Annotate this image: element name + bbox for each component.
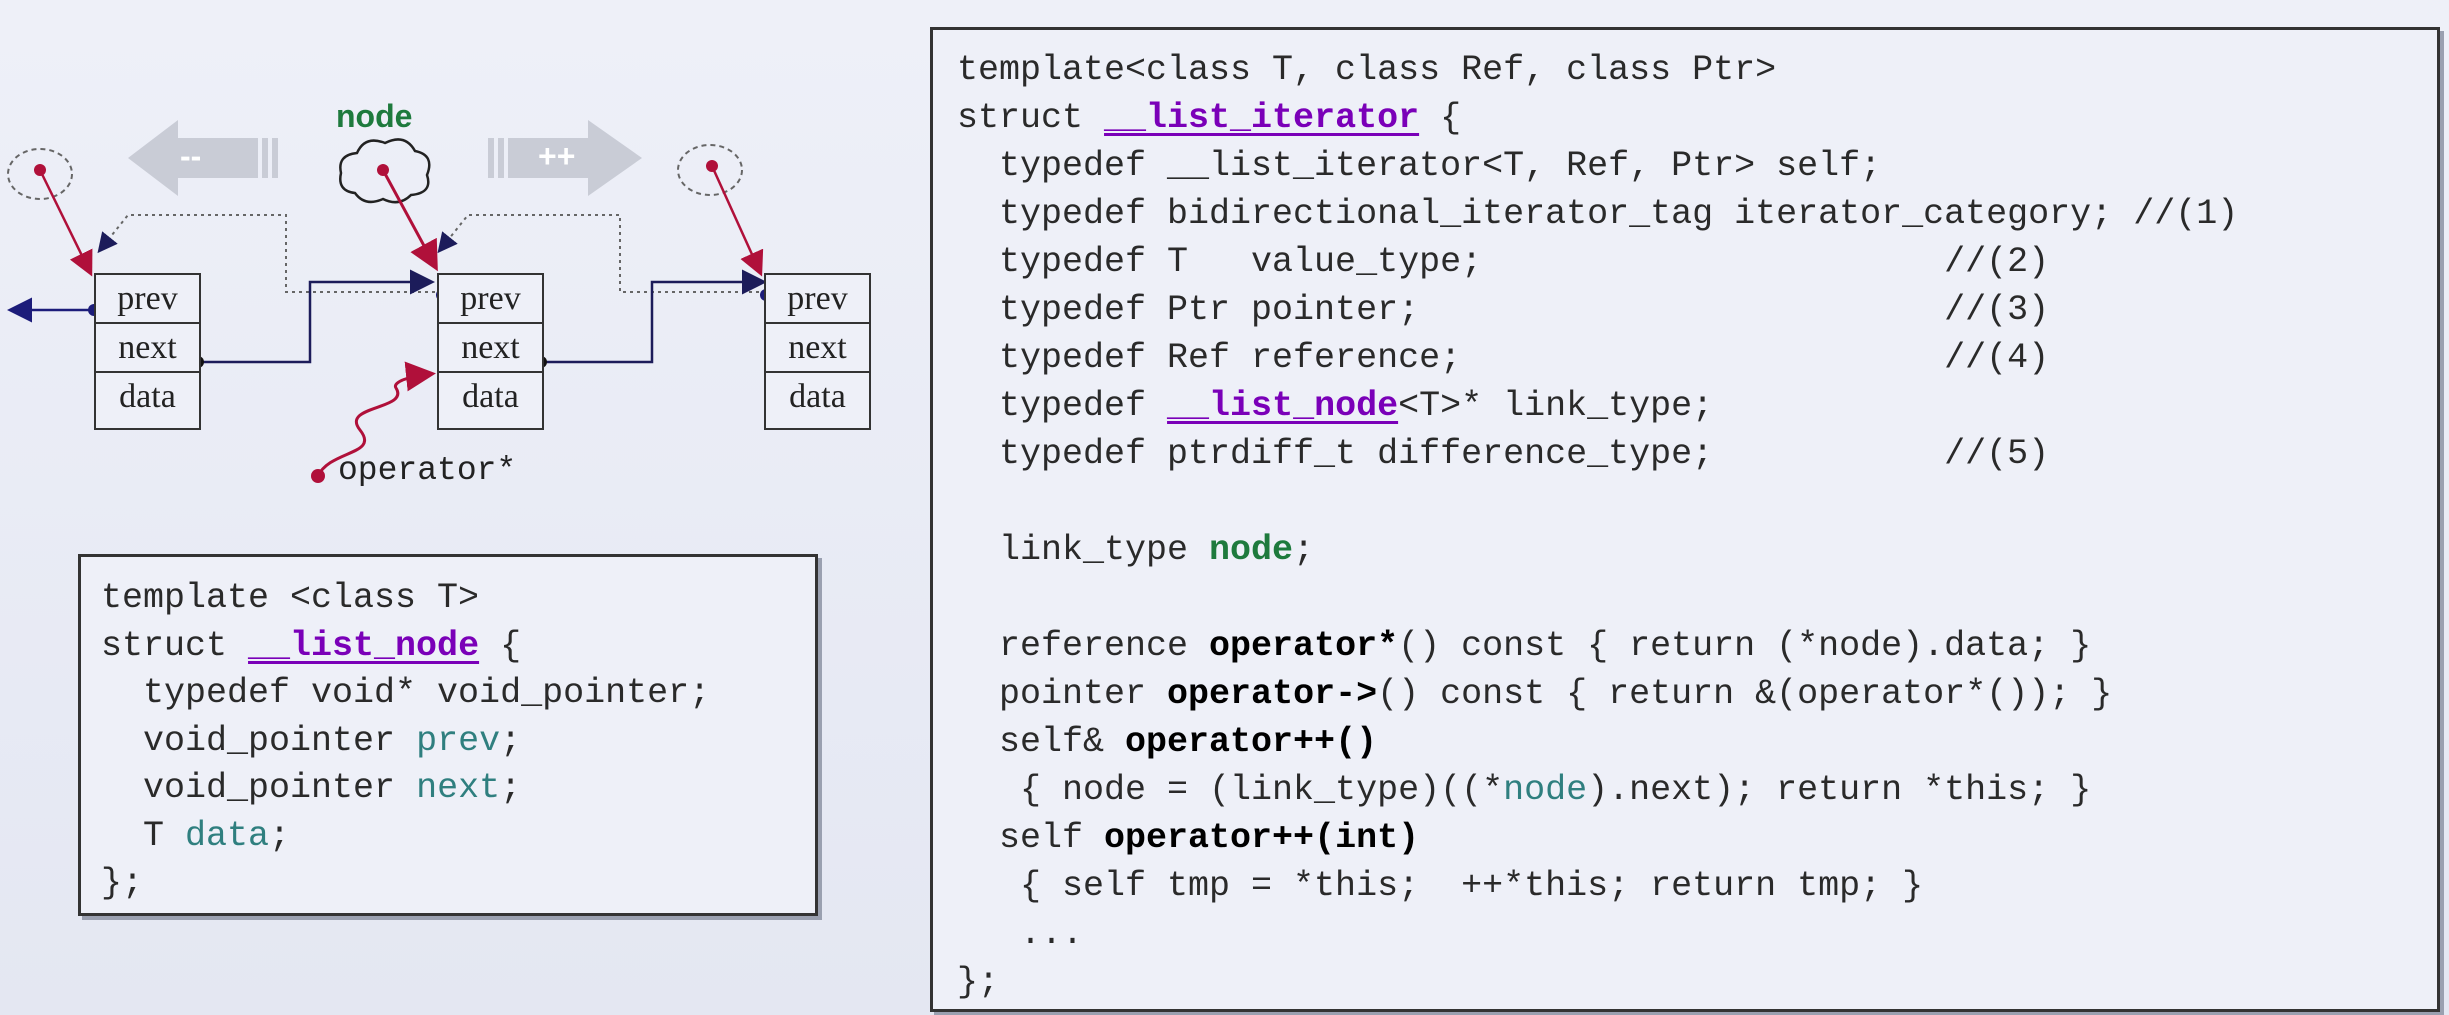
code-line: }; bbox=[957, 962, 1000, 1002]
code-punct: ; bbox=[269, 815, 291, 856]
code-line: { node = (link_type)((* bbox=[957, 770, 1504, 810]
linked-list-diagram: prev next data prev next data prev next … bbox=[0, 0, 900, 520]
list-node-struct-name: __list_node bbox=[248, 625, 480, 666]
code-punct: ; bbox=[1293, 530, 1315, 570]
code-line: self bbox=[957, 818, 1105, 858]
node-cell-next: next bbox=[439, 324, 542, 373]
node-cell-next: next bbox=[766, 324, 869, 373]
list-node-code-box: template <class T> struct __list_node { … bbox=[78, 554, 818, 916]
list-iterator-code-box: template<class T, class Ref, class Ptr> … bbox=[930, 27, 2440, 1012]
list-node-code: template <class T> struct __list_node { … bbox=[101, 575, 710, 908]
node-cell-data: data bbox=[789, 378, 846, 415]
code-punct: ; bbox=[500, 768, 522, 808]
diagram-graphics bbox=[7, 120, 772, 483]
list-node-type-name: __list_node bbox=[1167, 386, 1399, 426]
field-next: next bbox=[416, 768, 501, 808]
code-line: ... bbox=[957, 914, 1084, 954]
code-line: self& bbox=[957, 722, 1126, 762]
operator-arrow: operator-> bbox=[1167, 674, 1378, 714]
cloud-icon-left bbox=[7, 148, 73, 200]
increment-arrow-icon bbox=[488, 120, 642, 196]
code-line: () const { return (*node).data; } bbox=[1398, 626, 2092, 666]
code-line: typedef Ptr pointer; //(3) bbox=[957, 290, 2050, 330]
list-iterator-struct-name: __list_iterator bbox=[1104, 98, 1420, 138]
node-ref: node bbox=[1503, 770, 1588, 810]
operator-deref: operator* bbox=[1209, 626, 1399, 666]
increment-label: ++ bbox=[538, 138, 576, 174]
node-label: node bbox=[336, 98, 413, 134]
code-line: typedef void* void_pointer; bbox=[101, 673, 711, 713]
code-line: void_pointer bbox=[101, 720, 417, 761]
code-line: struct bbox=[957, 98, 1105, 138]
operator-star-label: operator* bbox=[338, 452, 517, 489]
code-line: typedef bidirectional_iterator_tag itera… bbox=[957, 194, 2239, 234]
node-member: node bbox=[1209, 530, 1294, 570]
cloud-icon-right bbox=[677, 144, 743, 196]
code-line: template <class T> bbox=[101, 578, 480, 618]
code-line: { bbox=[1419, 98, 1462, 138]
code-line: { bbox=[479, 625, 522, 666]
node-cell-data: data bbox=[119, 378, 176, 415]
code-line: link_type bbox=[957, 530, 1210, 570]
code-line: pointer bbox=[957, 674, 1168, 714]
operator-post-increment: operator++(int) bbox=[1104, 818, 1420, 858]
list-iterator-code: template<class T, class Ref, class Ptr> … bbox=[957, 46, 2238, 1006]
node-cell-prev: prev bbox=[96, 275, 199, 324]
node-cell-prev: prev bbox=[766, 275, 869, 324]
code-line: void_pointer bbox=[101, 768, 417, 808]
code-line: typedef bbox=[957, 386, 1168, 426]
code-line: <T>* link_type; bbox=[1398, 386, 1714, 426]
code-line: typedef Ref reference; //(4) bbox=[957, 338, 2050, 378]
code-line: T bbox=[101, 815, 186, 856]
code-line: template<class T, class Ref, class Ptr> bbox=[957, 50, 1777, 90]
code-line: () const { return &(operator*()); } bbox=[1377, 674, 2113, 714]
field-prev: prev bbox=[416, 720, 501, 761]
code-line: struct bbox=[101, 625, 249, 666]
node-cell-prev: prev bbox=[439, 275, 542, 324]
code-line: { self tmp = *this; ++*this; return tmp;… bbox=[957, 866, 1924, 906]
list-node-box-2: prev next data bbox=[437, 273, 544, 430]
list-node-box-3: prev next data bbox=[764, 273, 871, 430]
code-line: ).next); return *this; } bbox=[1587, 770, 2092, 810]
code-line: }; bbox=[101, 863, 144, 903]
code-line: typedef ptrdiff_t difference_type; //(5) bbox=[957, 434, 2050, 474]
list-node-box-1: prev next data bbox=[94, 273, 201, 430]
code-line: reference bbox=[957, 626, 1210, 666]
decrement-arrow-icon bbox=[128, 120, 278, 196]
field-data: data bbox=[185, 815, 270, 856]
code-line: typedef T value_type; //(2) bbox=[957, 242, 2050, 282]
node-cell-next: next bbox=[96, 324, 199, 373]
code-punct: ; bbox=[500, 720, 522, 761]
operator-pre-increment: operator++() bbox=[1125, 722, 1378, 762]
decrement-label: -- bbox=[180, 138, 202, 174]
code-line: typedef __list_iterator<T, Ref, Ptr> sel… bbox=[957, 146, 1882, 186]
node-cell-data: data bbox=[462, 378, 519, 415]
